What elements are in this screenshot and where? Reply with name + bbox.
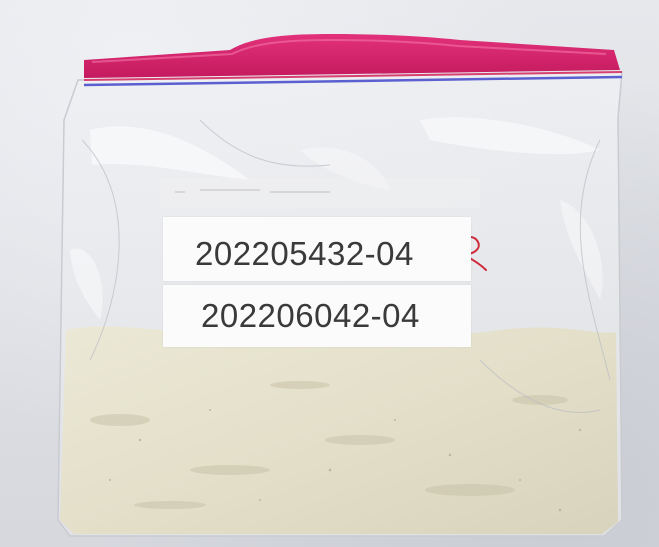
zip-stripe-blue (83, 75, 623, 87)
powder-fill (60, 326, 618, 534)
zip-seal (84, 34, 620, 78)
bag-print-area (160, 178, 480, 208)
zip-seal-highlight (91, 38, 607, 63)
sample-id-2: 202206042-04 (201, 297, 420, 334)
sample-id-1: 202205432-04 (195, 235, 414, 272)
sample-label-2: 202206042-04 (163, 285, 471, 347)
zip-stripe-red (83, 71, 623, 81)
sample-label-1: 202205432-04 (163, 217, 471, 281)
plastic-creases (81, 119, 611, 414)
powder-texture (90, 381, 568, 509)
powder-specks (109, 409, 582, 512)
